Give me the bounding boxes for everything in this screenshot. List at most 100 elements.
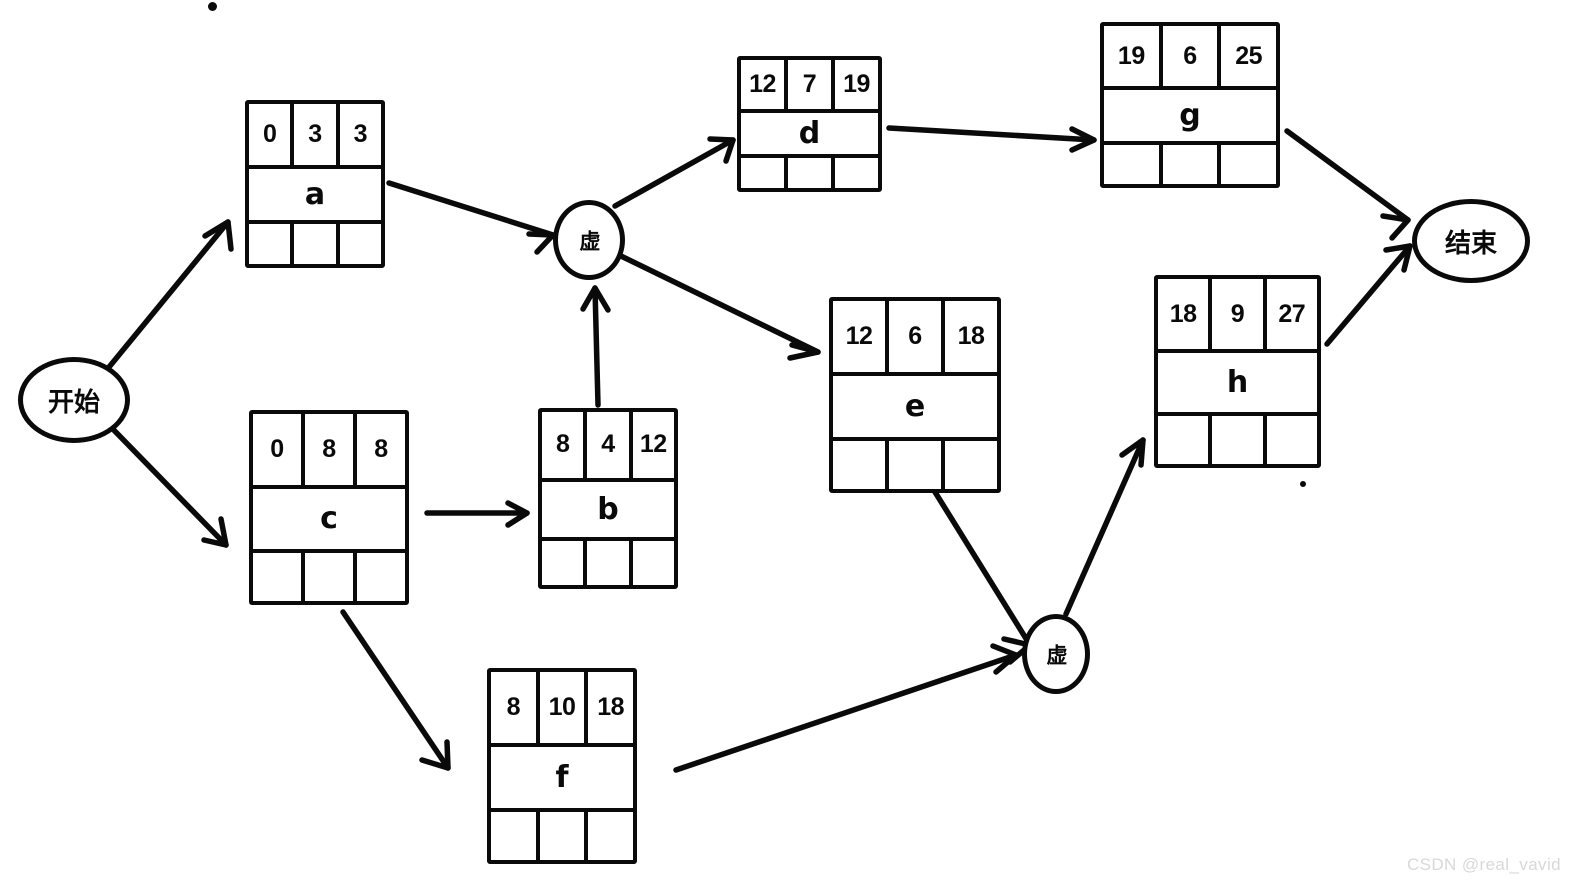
round-node-label: 结束 — [1444, 228, 1497, 259]
activity-node-top-cell: 8 — [374, 435, 388, 464]
activity-node-top-cell: 4 — [587, 412, 633, 478]
round-node-label: 虚 — [1044, 643, 1068, 665]
activity-node-name-row: c — [253, 489, 405, 553]
activity-node-top-cell: 6 — [1163, 26, 1222, 87]
activity-node-bottom-cell — [835, 158, 878, 188]
activity-node-bottom-row — [1104, 144, 1276, 184]
activity-node-bottom-cell — [1104, 144, 1163, 184]
activity-node-bottom-cell — [542, 541, 588, 585]
activity-node-top-cell: 10 — [540, 672, 589, 744]
activity-node-label: b — [597, 491, 619, 527]
round-node-end: 结束 — [1412, 199, 1530, 283]
activity-node-top-cell: 18 — [957, 322, 985, 351]
edge-start-to-a — [93, 219, 234, 386]
activity-node-top-cell: 3 — [353, 119, 368, 148]
activity-node-top-cell: 18 — [1158, 279, 1213, 350]
activity-node-bottom-cell — [491, 811, 540, 860]
arrowhead — [1119, 437, 1146, 468]
activity-node-top-cell: 19 — [1104, 26, 1163, 87]
activity-node-top-cell: 12 — [833, 301, 889, 373]
activity-node-bottom-cell — [1163, 144, 1222, 184]
activity-node-bottom-row — [249, 223, 381, 264]
activity-node-bottom-row — [833, 440, 997, 489]
activity-node-bottom-cell — [340, 224, 381, 264]
edge-start-to-c — [101, 417, 229, 548]
edge-g-to-end — [1284, 128, 1411, 241]
activity-node-name-row: b — [542, 482, 674, 542]
activity-node-bottom-cell — [253, 552, 305, 601]
activity-node-bottom-row — [741, 157, 878, 188]
stray-mark-under-h-dot — [1300, 481, 1306, 487]
round-node-dummy2: 虚 — [1022, 614, 1090, 694]
edge-c-to-b — [424, 500, 530, 528]
arrowhead — [990, 643, 1019, 675]
activity-node-top-cell: 6 — [889, 301, 945, 373]
activity-node-label: f — [555, 760, 569, 796]
edge-f-to-dummy2 — [673, 643, 1019, 773]
arrowhead — [419, 739, 451, 771]
activity-node-bottom-cell — [305, 552, 357, 601]
watermark: CSDN @real_vavid — [1406, 855, 1561, 874]
activity-node-top-cell: 8 — [305, 414, 357, 486]
activity-node-top-cell: 8 — [542, 412, 588, 478]
arrowhead — [201, 516, 229, 548]
edge-b-to-dummy1 — [580, 285, 611, 408]
activity-node-bottom-cell — [357, 553, 405, 601]
activity-node-bottom-cell — [633, 541, 674, 585]
activity-node-label: c — [320, 501, 338, 537]
activity-node-bottom-cell — [540, 811, 589, 860]
activity-node-top-cell: 19 — [843, 69, 870, 98]
arrowhead — [202, 219, 234, 252]
activity-node-bottom-row — [491, 811, 633, 860]
activity-node-label: d — [798, 115, 821, 151]
activity-node-top-cell: 9 — [1212, 279, 1267, 350]
activity-node-name-row: g — [1104, 90, 1276, 145]
activity-node-label: h — [1226, 365, 1249, 401]
edge-c-to-f — [340, 609, 451, 771]
activity-node-top-cell: 12 — [639, 430, 667, 459]
round-node-label: 开始 — [47, 387, 100, 418]
activity-node-bottom-cell — [294, 223, 340, 264]
activity-node-bottom-cell — [1267, 416, 1317, 464]
arrowhead — [580, 285, 611, 313]
edge-e-to-dummy2 — [932, 489, 1033, 665]
activity-node-bottom-cell — [588, 812, 633, 860]
edge-a-to-dummy1 — [386, 180, 556, 255]
activity-node-top-cell: 12 — [741, 60, 788, 109]
edge-d-to-g — [886, 125, 1097, 153]
arrowhead — [1380, 213, 1411, 241]
activity-node-bottom-cell — [1158, 416, 1213, 464]
arrowhead — [707, 136, 736, 164]
activity-node-bottom-row — [253, 552, 405, 601]
round-node-start: 开始 — [18, 357, 130, 443]
activity-node-top-cell: 0 — [249, 104, 295, 165]
activity-node-top-cell: 3 — [294, 104, 340, 165]
activity-node-bottom-cell — [1212, 416, 1267, 464]
activity-node-bottom-cell — [587, 541, 633, 585]
activity-node-bottom-cell — [249, 223, 295, 264]
edge-dummy1-to-e — [618, 253, 821, 361]
round-node-label: 虚 — [577, 229, 601, 251]
arrowhead — [526, 231, 556, 255]
edge-dummy1-to-d — [612, 136, 736, 209]
activity-node-bottom-cell — [1221, 145, 1276, 184]
activity-node-bottom-cell — [889, 440, 945, 489]
activity-node-name-row: e — [833, 376, 997, 441]
activity-node-top-cell: 25 — [1235, 41, 1263, 70]
activity-node-bottom-cell — [945, 441, 997, 489]
activity-node-name-row: d — [741, 113, 878, 158]
